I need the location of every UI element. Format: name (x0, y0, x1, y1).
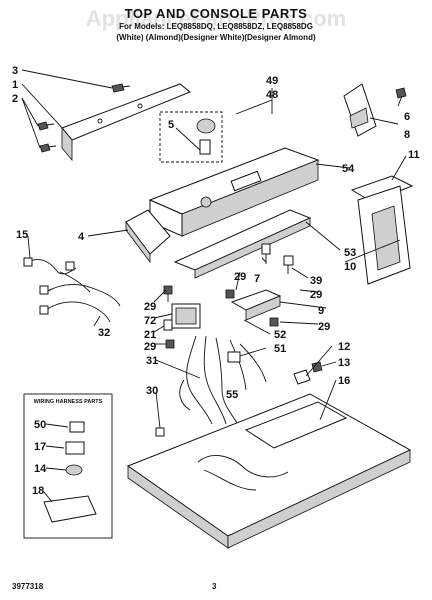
models-line: For Models: LEQ8858DQ, LEQ8858DZ, LEQ885… (119, 22, 313, 31)
page-title: TOP AND CONSOLE PARTS (124, 6, 308, 21)
callout-32: 32 (98, 327, 110, 339)
callout-29a: 29 (234, 271, 246, 283)
callout-52: 52 (274, 329, 286, 341)
callout-6: 6 (404, 111, 410, 123)
callout-53: 53 (344, 247, 356, 259)
callout-29e: 29 (144, 341, 156, 353)
callout-39: 39 (310, 275, 322, 287)
screw-part-29 (163, 285, 279, 349)
wiring-harness-box: WIRING HARNESS PARTS (23, 393, 113, 539)
callout-11: 11 (408, 149, 420, 161)
screw-part-3 (111, 83, 131, 93)
switch-block-part (230, 289, 282, 321)
wiring-part-14 (65, 464, 83, 476)
callout-48: 48 (266, 89, 278, 101)
callout-49: 49 (266, 75, 278, 87)
callout-5: 5 (168, 119, 174, 131)
callout-29c: 29 (144, 301, 156, 313)
callout-3: 3 (12, 65, 18, 77)
callout-12: 12 (338, 341, 350, 353)
callout-17: 17 (34, 441, 46, 453)
callout-54: 54 (342, 163, 355, 175)
callout-18: 18 (32, 485, 44, 497)
callout-9: 9 (318, 305, 324, 317)
wiring-harness-part (179, 335, 267, 429)
screw-part-8 (395, 87, 407, 99)
knob-assembly-part (159, 111, 223, 163)
callout-29b: 29 (310, 289, 322, 301)
callout-15: 15 (16, 229, 28, 241)
callout-1: 1 (12, 79, 18, 91)
callout-51: 51 (274, 343, 286, 355)
callout-labels: 3 1 2 15 4 32 5 49 48 6 8 11 54 53 10 29… (12, 65, 420, 497)
end-bracket-part (343, 83, 377, 137)
callout-10: 10 (344, 261, 356, 273)
callout-4: 4 (78, 231, 85, 243)
clip-part-12 (293, 369, 311, 385)
callout-8: 8 (404, 129, 410, 141)
wiring-box-title: WIRING HARNESS PARTS (34, 399, 103, 405)
wiring-part-50 (69, 421, 85, 433)
callout-30: 30 (146, 385, 158, 397)
callout-72: 72 (144, 315, 156, 327)
console-bracket-part (61, 83, 191, 162)
callout-50: 50 (34, 419, 46, 431)
fastener-part-7 (261, 243, 271, 264)
leader-lines (21, 69, 407, 429)
side-panel-part (357, 185, 411, 285)
wiring-part-17 (65, 441, 85, 455)
callout-7: 7 (254, 273, 260, 285)
doc-number: 3977318 (12, 582, 44, 591)
timer-part (171, 303, 201, 329)
top-panel-part (126, 393, 412, 549)
wiring-part-18 (43, 495, 97, 523)
harness-part-32 (39, 261, 121, 323)
connector-part-21 (163, 319, 173, 331)
callout-14: 14 (34, 463, 47, 475)
callout-31: 31 (146, 355, 158, 367)
callout-21: 21 (144, 329, 156, 341)
page-number: 3 (212, 582, 217, 591)
callout-2: 2 (12, 93, 18, 105)
control-bracket-part (173, 209, 312, 279)
watermark: AppliancePartsPros.com (85, 6, 347, 31)
colors-line: (White) (Almond)(Designer White)(Designe… (116, 33, 316, 42)
end-cap-part (125, 209, 171, 264)
screw-part-2 (37, 121, 57, 153)
grommet-part-30 (155, 427, 165, 437)
harness-part-15 (23, 257, 77, 275)
callout-29d: 29 (318, 321, 330, 333)
fastener-part-39 (283, 255, 294, 274)
callout-16: 16 (338, 375, 350, 387)
callout-55: 55 (226, 389, 238, 401)
console-panel-part (148, 147, 320, 237)
callout-13: 13 (338, 357, 350, 369)
